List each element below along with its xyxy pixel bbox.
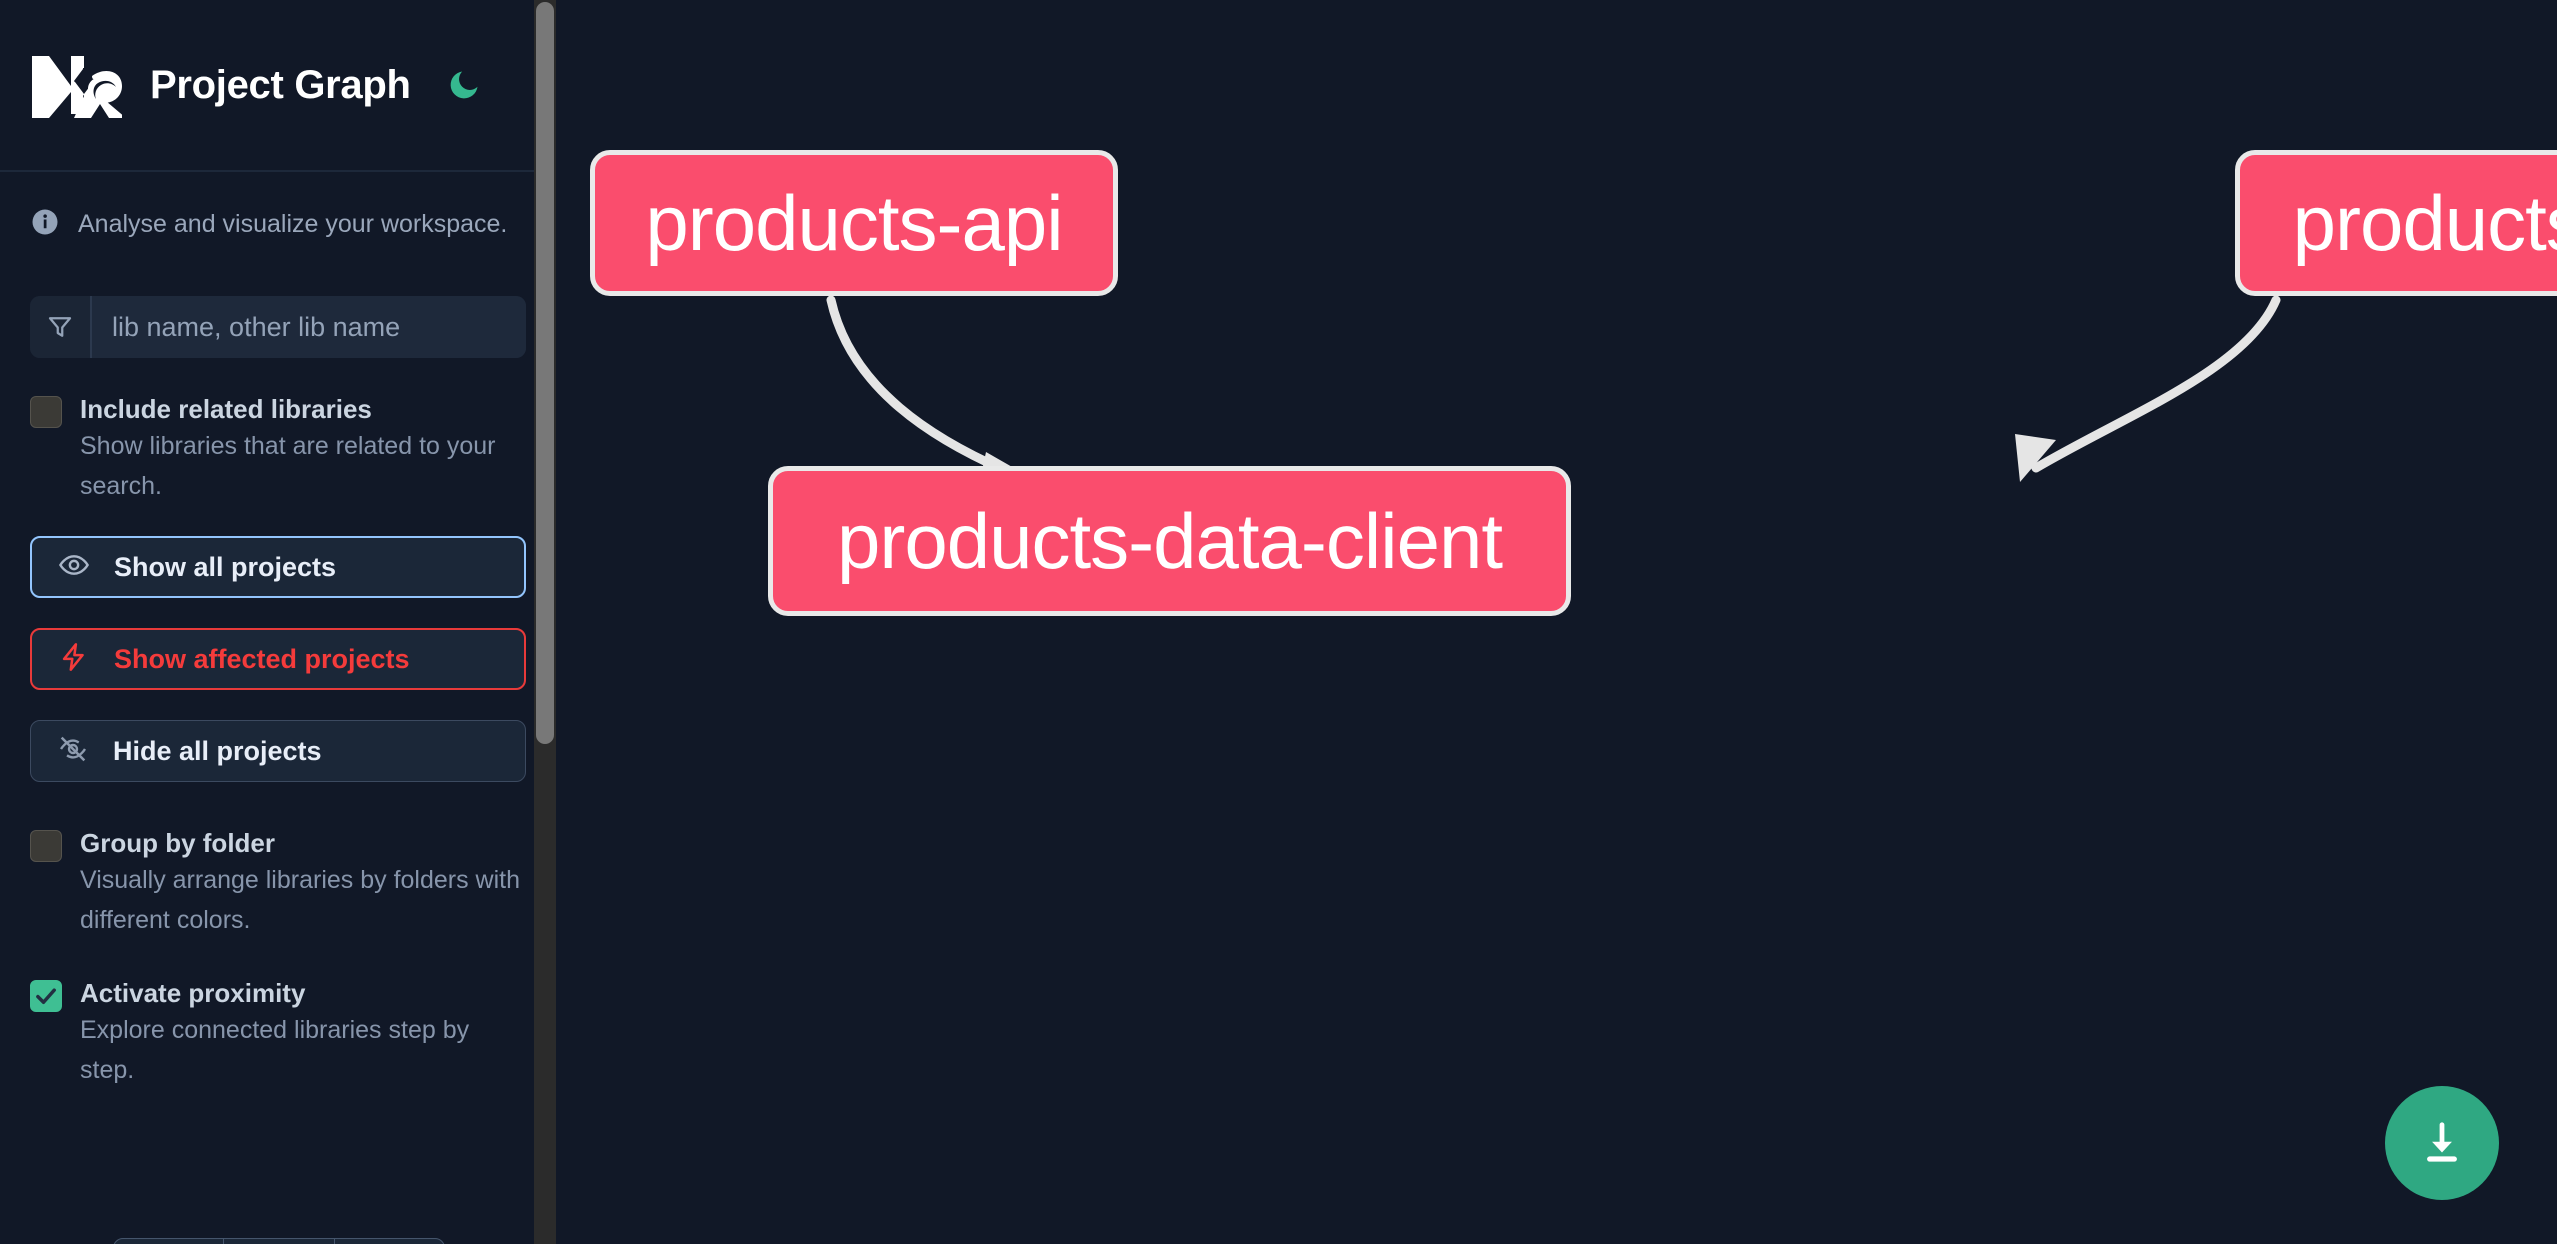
graph-node-products-cli[interactable]: products-cli [2235,150,2557,296]
checkbox-group-by-folder[interactable]: Group by folder Visually arrange librari… [30,826,526,940]
checkbox-box-include-related-libraries[interactable] [30,396,62,428]
sidebar-header: Project Graph [0,0,556,172]
show-affected-projects-label: Show affected projects [114,643,410,674]
edge-products-cli-to-products-data-client [2031,295,2281,473]
search-bar [30,296,526,358]
graph-canvas[interactable]: products-api products-cli products-data-… [556,0,2557,1244]
sidebar: Project Graph Analy [0,0,556,1244]
page-title: Project Graph [150,62,411,107]
graph-node-products-api[interactable]: products-api [590,150,1118,296]
sidebar-body: Analyse and visualize your workspace. In… [0,204,556,1090]
checkbox-box-activate-proximity[interactable] [30,980,62,1012]
edge-products-api-to-products-data-client [826,295,1009,475]
lightning-bolt-icon [58,641,90,678]
checkbox-description-group-by-folder: Visually arrange libraries by folders wi… [80,866,521,934]
graph-node-label-products-api: products-api [645,178,1063,267]
checkbox-description-activate-proximity: Explore connected libraries step by step… [80,1016,470,1084]
search-input[interactable] [92,296,526,358]
segmented-control[interactable] [113,1238,445,1244]
graph-node-label-products-data-client: products-data-client [836,496,1503,585]
checkbox-description-include-related-libraries: Show libraries that are related to your … [80,432,496,500]
eye-off-icon [57,733,89,770]
segment-1[interactable] [114,1239,225,1244]
hide-all-projects-label: Hide all projects [113,735,322,766]
checkbox-activate-proximity[interactable]: Activate proximity Explore connected lib… [30,976,526,1090]
moon-icon[interactable] [441,62,487,108]
sidebar-scrollbar-thumb[interactable] [536,2,554,744]
hide-all-projects-button[interactable]: Hide all projects [30,720,526,782]
show-affected-projects-button[interactable]: Show affected projects [30,628,526,690]
checkbox-box-group-by-folder[interactable] [30,830,62,862]
checkbox-label-activate-proximity: Activate proximity [80,978,306,1008]
sidebar-scrollbar-track[interactable] [534,0,556,1244]
nx-logo [30,52,126,118]
segment-2[interactable] [224,1239,335,1244]
show-all-projects-label: Show all projects [114,551,337,582]
info-icon [30,207,60,242]
graph-node-label-products-cli: products-cli [2292,178,2557,267]
arrowhead-products-cli [2015,434,2056,482]
eye-icon [58,549,90,586]
download-icon [2427,1122,2457,1162]
show-all-projects-button[interactable]: Show all projects [30,536,526,598]
segment-3[interactable] [335,1239,444,1244]
workspace-hint-text: Analyse and visualize your workspace. [78,209,508,238]
graph-node-products-data-client[interactable]: products-data-client [768,466,1571,616]
checkbox-include-related-libraries[interactable]: Include related libraries Show libraries… [30,392,526,506]
checkbox-label-group-by-folder: Group by folder [80,828,275,858]
download-graph-button[interactable] [2385,1086,2499,1200]
checkbox-label-include-related-libraries: Include related libraries [80,394,372,424]
filter-icon[interactable] [30,296,92,358]
workspace-hint: Analyse and visualize your workspace. [30,204,526,244]
